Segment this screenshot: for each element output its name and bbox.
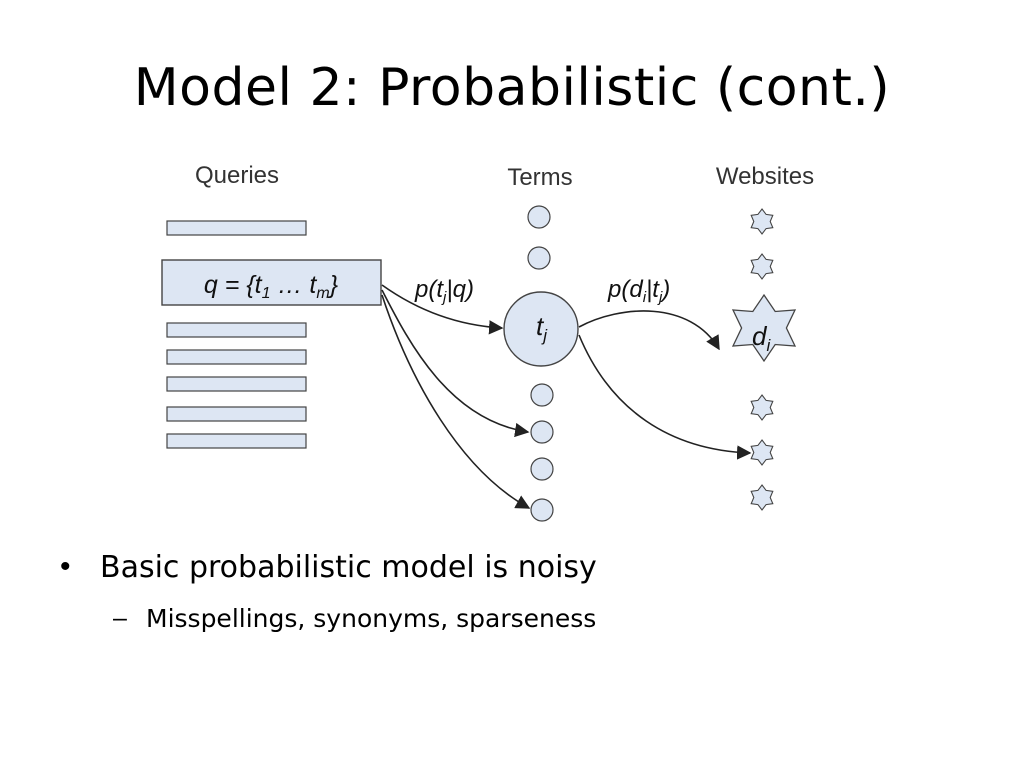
term-node [527,246,551,270]
website-star-di-icon [731,293,797,363]
term-node [530,498,554,522]
term-node-tj [503,291,579,367]
website-star-icon [750,208,774,235]
edge-query-to-tj [381,284,504,335]
query-bar [166,433,307,449]
term-node [527,205,551,229]
edge-label-p-di-given-tj: p(di|tj) [607,276,670,306]
term-node [530,383,554,407]
edge-tj-to-di [578,310,720,351]
terms-header: Terms [507,164,572,191]
website-star-icon [750,484,774,511]
edge-query-to-term [381,289,530,438]
term-node [530,420,554,444]
query-box [161,259,382,306]
query-bars [166,220,307,449]
website-star-icon [750,394,774,421]
websites-header: Websites [716,163,814,190]
edges [381,284,752,509]
query-bar [166,322,307,338]
term-nodes [503,205,579,522]
query-formula: q = {t1 … tm} [204,271,338,302]
website-nodes [731,208,797,511]
term-label-tj: tj [536,311,548,345]
queries-header: Queries [195,162,279,189]
website-star-icon [750,439,774,466]
query-bar [166,406,307,422]
slide-title: Model 2: Probabilistic (cont.) [133,58,891,118]
edge-tj-to-website [578,334,752,460]
website-label-di: di [752,321,771,355]
term-node [530,457,554,481]
query-bar [166,349,307,365]
edge-query-to-term [381,294,531,509]
query-bar [166,376,307,392]
query-bar [166,220,307,236]
edge-label-p-tj-given-q: p(tj|q) [414,276,474,306]
website-star-icon [750,253,774,280]
